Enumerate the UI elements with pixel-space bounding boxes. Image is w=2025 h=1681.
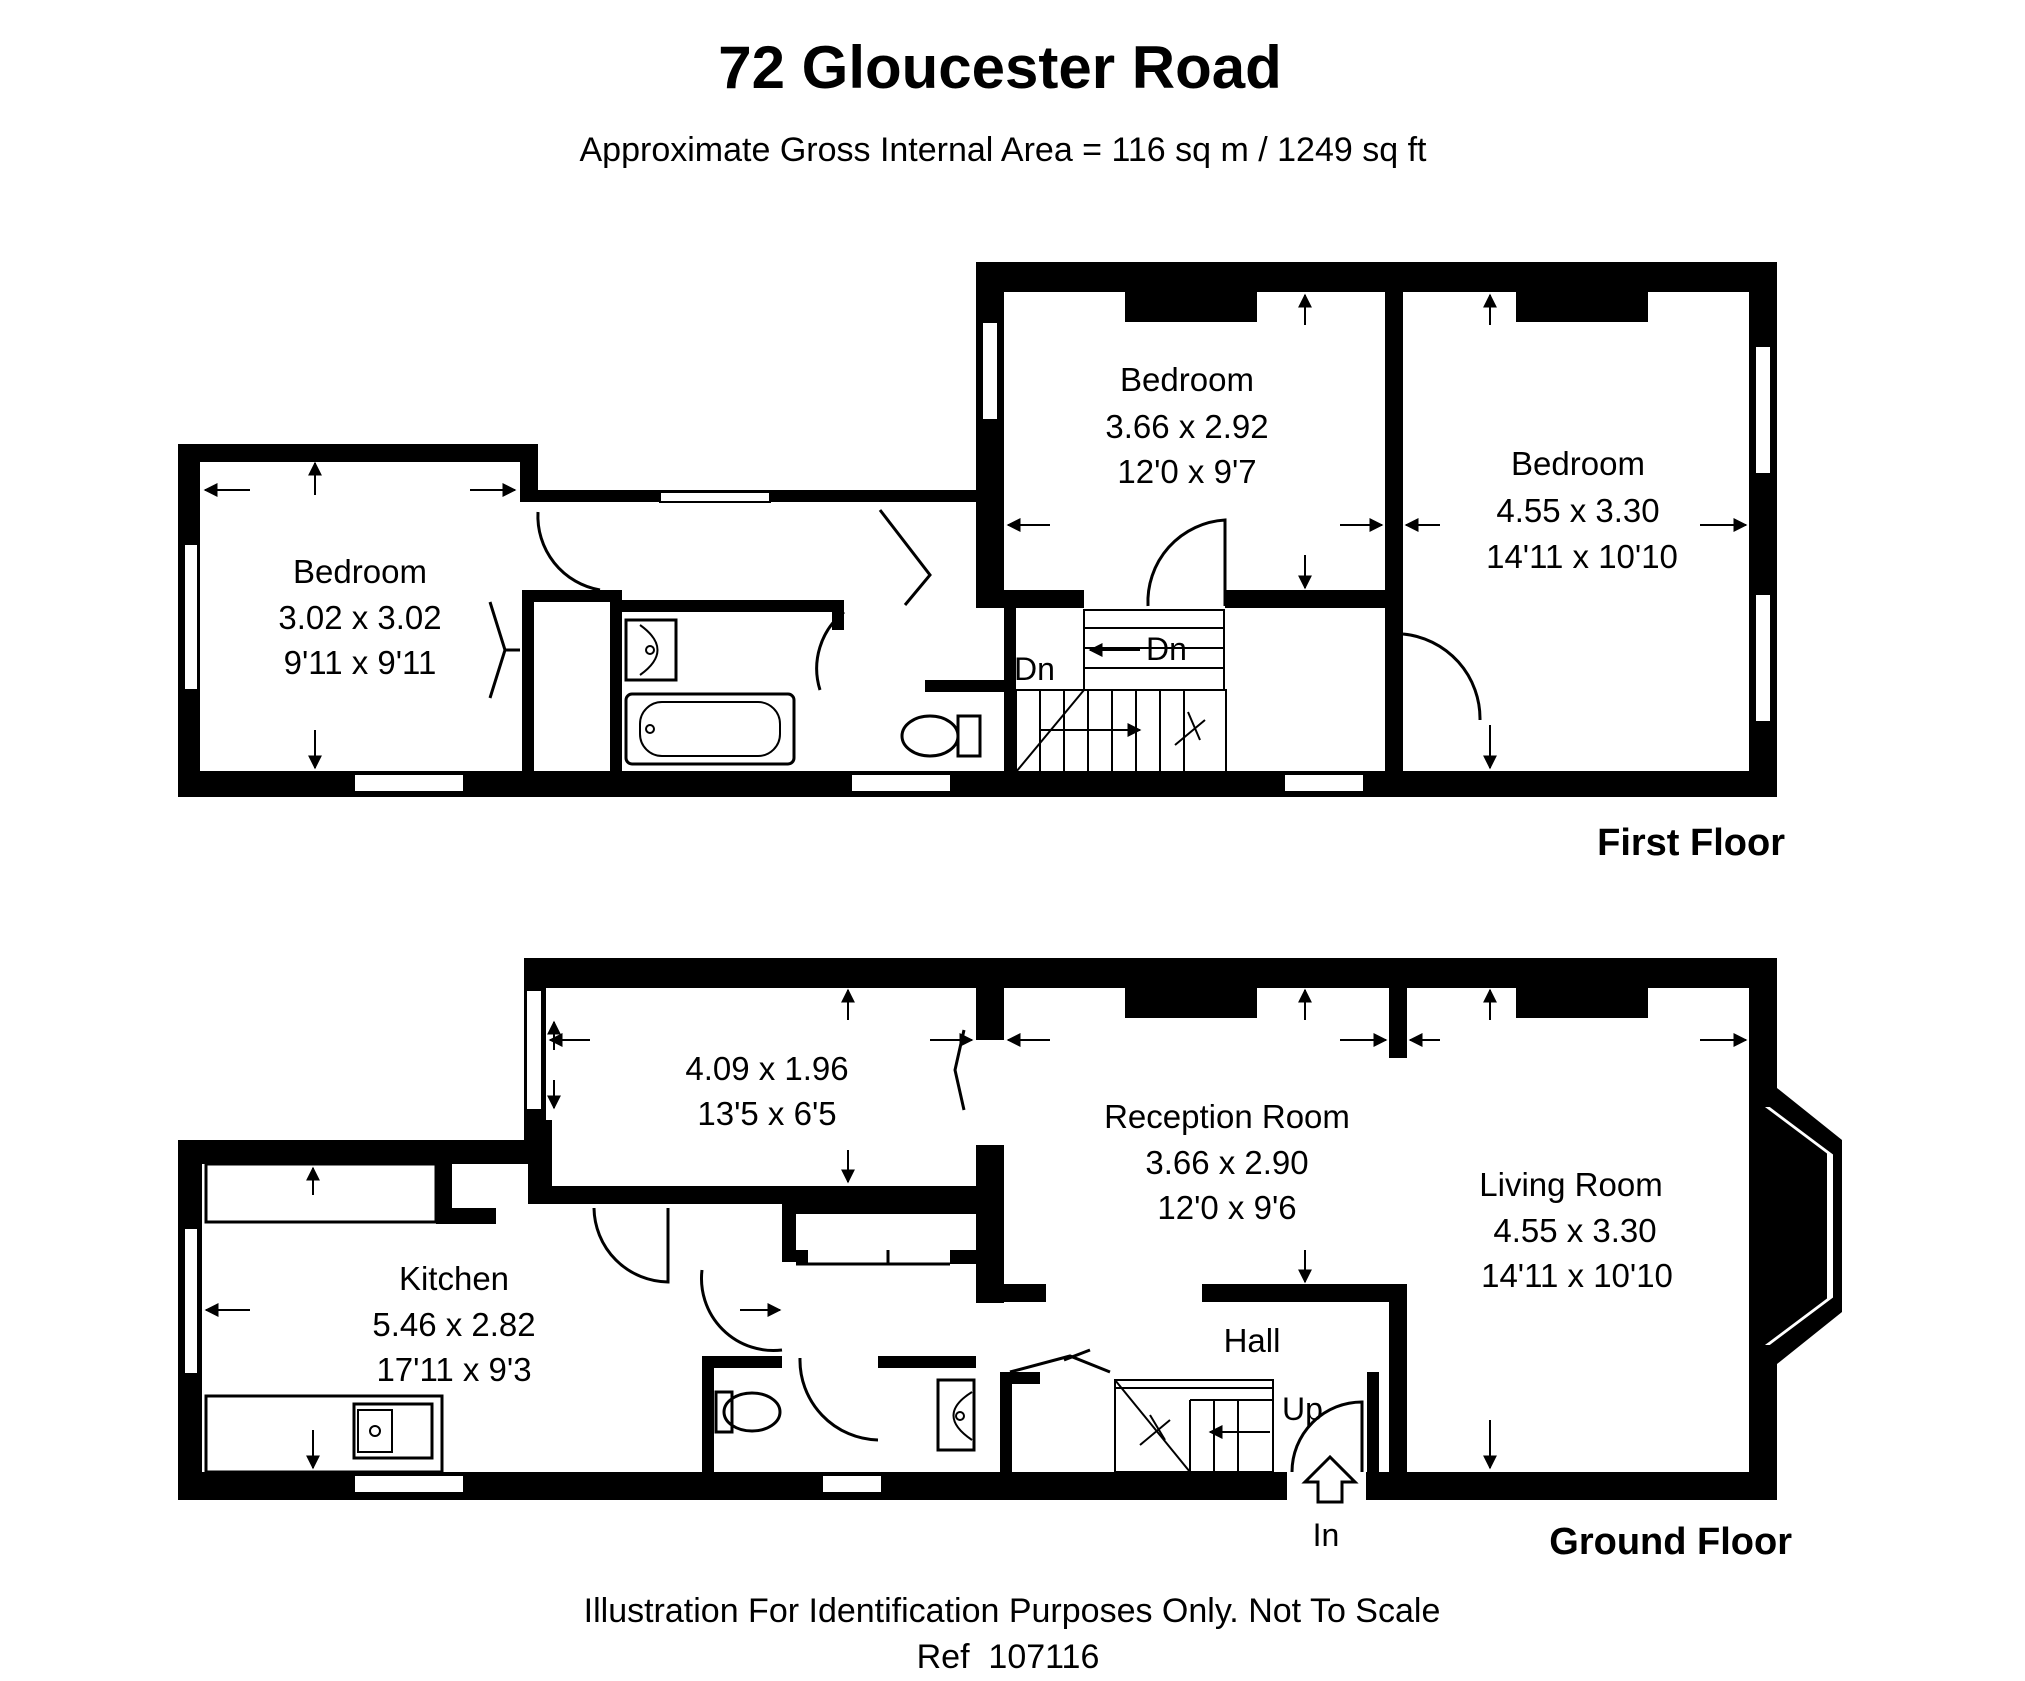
ground-floor-windows <box>183 989 883 1494</box>
room-label-bedroom-right: Bedroom 4.55 x 3.30 14'11 x 10'10 <box>1486 445 1678 575</box>
room-name: Bedroom <box>1511 445 1645 482</box>
bay-window <box>1749 1088 1842 1364</box>
page-title: 72 Gloucester Road <box>718 34 1282 101</box>
first-floor-bathroom-fixtures <box>624 618 982 766</box>
room-name: Kitchen <box>399 1260 509 1297</box>
room-imperial: 17'11 x 9'3 <box>376 1351 531 1388</box>
room-label-kitchen: Kitchen 5.46 x 2.82 17'11 x 9'3 <box>372 1260 535 1388</box>
first-floor-dimension-arrows <box>203 293 1748 770</box>
room-metric: 4.09 x 1.96 <box>685 1050 848 1087</box>
entrance-arrow-icon <box>1301 1454 1359 1504</box>
room-label-bedroom-left: Bedroom 3.02 x 3.02 9'11 x 9'11 <box>278 553 441 681</box>
ground-floor-doors <box>592 1029 1364 1473</box>
first-floor-label: First Floor <box>1597 822 1785 864</box>
gross-area: Approximate Gross Internal Area = 116 sq… <box>580 131 1428 169</box>
ground-floor-plan: Up In 4 <box>178 958 1842 1563</box>
room-name: Bedroom <box>293 553 427 590</box>
room-metric: 4.55 x 3.30 <box>1493 1212 1656 1249</box>
stair-down-label-2: Dn <box>1146 631 1187 667</box>
ground-floor-dimension-arrows <box>204 988 1748 1470</box>
first-floor-doors <box>488 509 1482 721</box>
room-imperial: 14'11 x 10'10 <box>1486 538 1678 575</box>
ground-floor-fixtures <box>204 1162 976 1474</box>
basin-icon <box>955 1411 965 1421</box>
room-imperial: 9'11 x 9'11 <box>284 644 437 681</box>
ground-floor-label: Ground Floor <box>1549 1521 1792 1563</box>
room-imperial: 12'0 x 9'7 <box>1117 453 1256 490</box>
reference: Ref 107116 <box>917 1638 1100 1676</box>
wc-icon <box>722 1391 782 1433</box>
first-floor-plan: Dn Dn Bedroom 3.02 x 3.02 9'11 x 9'11 Be… <box>178 262 1785 864</box>
disclaimer: Illustration For Identification Purposes… <box>584 1592 1441 1630</box>
room-imperial: 14'11 x 10'10 <box>1481 1257 1673 1294</box>
room-metric: 3.66 x 2.90 <box>1145 1144 1308 1181</box>
room-metric: 5.46 x 2.82 <box>372 1306 535 1343</box>
stair-down-label-1: Dn <box>1014 651 1055 687</box>
room-name: Bedroom <box>1120 361 1254 398</box>
room-imperial: 13'5 x 6'5 <box>697 1095 836 1132</box>
room-label-hall: Hall <box>1224 1322 1281 1359</box>
first-floor-stairs <box>1015 609 1227 773</box>
room-name: Reception Room <box>1104 1098 1350 1135</box>
room-metric: 3.02 x 3.02 <box>278 599 441 636</box>
room-label-reception: Reception Room 3.66 x 2.90 12'0 x 9'6 <box>1104 1098 1350 1226</box>
first-floor-windows <box>183 321 1772 793</box>
sink-icon <box>369 1425 381 1437</box>
stair-up-label: Up <box>1282 1391 1323 1427</box>
room-name: Living Room <box>1479 1166 1662 1203</box>
wc-icon <box>900 714 960 758</box>
room-label-annex: 4.09 x 1.96 13'5 x 6'5 <box>685 1050 848 1132</box>
basin-icon <box>645 645 655 655</box>
room-metric: 3.66 x 2.92 <box>1105 408 1268 445</box>
room-metric: 4.55 x 3.30 <box>1496 492 1659 529</box>
bath-plug-icon <box>645 724 655 734</box>
ground-floor-stairs <box>1114 1379 1274 1473</box>
room-label-bedroom-middle: Bedroom 3.66 x 2.92 12'0 x 9'7 <box>1105 361 1268 490</box>
entrance-label: In <box>1313 1517 1340 1553</box>
room-label-living: Living Room 4.55 x 3.30 14'11 x 10'10 <box>1479 1166 1673 1294</box>
room-imperial: 12'0 x 9'6 <box>1157 1189 1296 1226</box>
